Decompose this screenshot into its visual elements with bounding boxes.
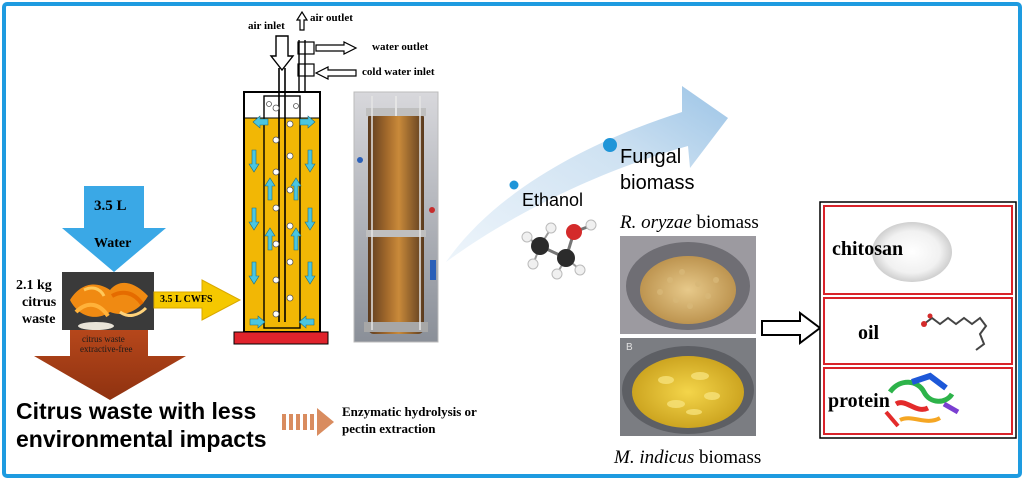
- headline-line1: Citrus waste with less: [16, 398, 257, 424]
- water-label: Water: [94, 236, 132, 251]
- water-outlet-arrow: [315, 41, 358, 55]
- to-products-arrow: [761, 311, 822, 345]
- m-indicus-suffix: biomass: [694, 447, 762, 468]
- bioreactor-diagram: [233, 10, 358, 345]
- ethanol-molecule-icon: [521, 219, 597, 280]
- protein-structure-icon: [884, 372, 960, 428]
- m-indicus-label: M. indicus biomass: [614, 447, 761, 469]
- m-indicus-species: M. indicus: [614, 447, 695, 468]
- r-oryzae-species: R. oryzae: [620, 212, 692, 233]
- protein-label: protein: [828, 390, 890, 412]
- extractive-free-arrow: [34, 330, 186, 400]
- waste-amount-label: 2.1 kg: [16, 278, 52, 293]
- hydrolysis-legend-line2: pectin extraction: [342, 421, 436, 436]
- r-oryzae-suffix: biomass: [691, 212, 759, 233]
- air-inlet-arrow: [269, 35, 295, 72]
- cwfs-arrow: [153, 279, 242, 321]
- cold-water-inlet-label: cold water inlet: [362, 66, 435, 78]
- photo-panel-tag: B: [626, 342, 633, 353]
- m-indicus-biomass-photo: [620, 338, 756, 436]
- air-outlet-arrow: [295, 10, 309, 31]
- oil-molecule-icon: [921, 313, 988, 351]
- cold-water-inlet-arrow: [314, 66, 357, 80]
- oil-label: oil: [858, 322, 880, 344]
- extract-line1-label: citrus waste: [82, 334, 125, 344]
- hydrolysis-legend-arrow: [282, 408, 334, 436]
- chitosan-powder-image: [872, 214, 952, 286]
- cwfs-label: 3.5 L CWFS: [160, 294, 213, 305]
- extract-line2-label: extractive-free: [80, 344, 133, 354]
- water-outlet-label: water outlet: [372, 41, 429, 53]
- water-volume-label: 3.5 L: [94, 198, 127, 214]
- flow-dot-ethanol: [509, 180, 519, 190]
- hydrolysis-legend-line1: Enzymatic hydrolysis or: [342, 404, 477, 419]
- fungal-line1-label: Fungal: [620, 146, 682, 168]
- chitosan-label: chitosan: [832, 238, 904, 260]
- fungal-line2-label: biomass: [620, 172, 695, 194]
- water-arrow: [62, 186, 166, 272]
- waste-line3-label: waste: [22, 312, 56, 327]
- air-inlet-label: air inlet: [248, 20, 285, 32]
- r-oryzae-label: R. oryzae biomass: [620, 212, 759, 234]
- ethanol-label: Ethanol: [522, 190, 584, 210]
- air-outlet-label: air outlet: [310, 12, 353, 24]
- process-flow-band: [446, 86, 728, 262]
- r-oryzae-biomass-photo: [620, 236, 756, 334]
- headline-line2: environmental impacts: [16, 426, 267, 452]
- waste-line2-label: citrus: [22, 295, 57, 310]
- flow-dot-fungal: [603, 138, 617, 152]
- lab-reactor-photo: [353, 91, 439, 343]
- citrus-waste-photo: [62, 272, 154, 330]
- reactor-base: [233, 331, 329, 345]
